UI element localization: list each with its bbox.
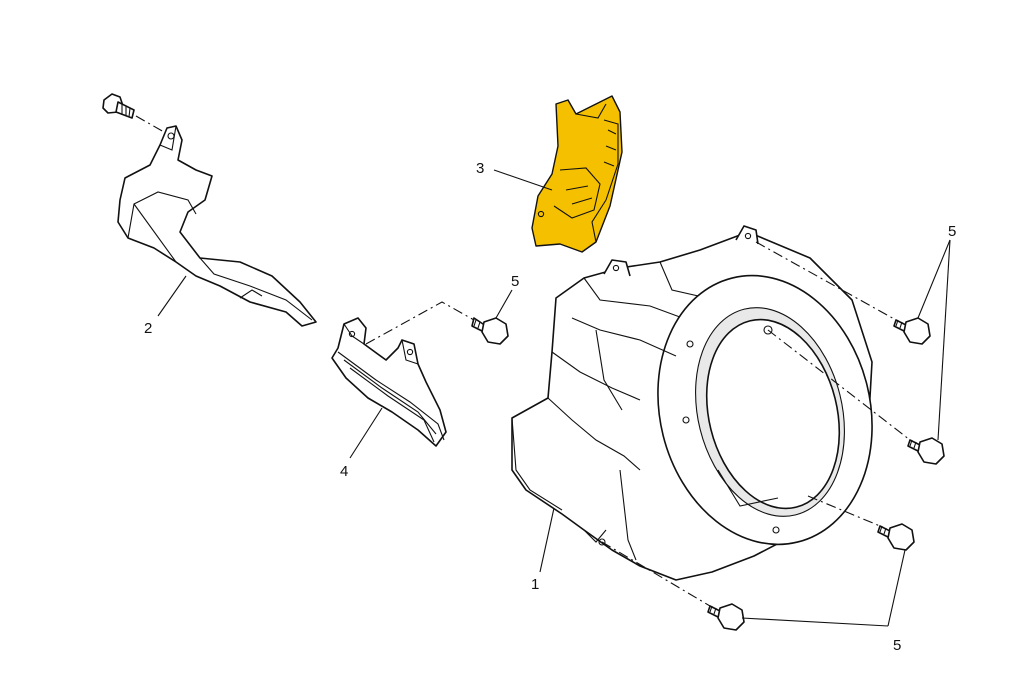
part-5-bolt-upper-right [893,317,931,345]
part-4-bracket [331,317,447,447]
part-2-bracket [117,125,317,327]
axis-housing-to-bottom-bolt [601,541,711,607]
part-2-bolt [102,93,135,119]
callout-1: 1 [531,576,539,593]
axis-housing-to-lower-right-bolt [807,495,881,527]
leader-2 [157,275,187,317]
part-3-cover-shape [531,95,623,253]
part-2-bolt-axis [135,115,165,133]
callout-5-lower-right: 5 [893,637,901,654]
callout-5-upper-right: 5 [948,223,956,240]
callout-5-upper-middle: 5 [511,273,519,290]
callout-2: 2 [144,320,152,337]
part-5-bolt-upper-middle [471,317,509,345]
leader-5-upper-right-a [917,239,951,319]
part-5-bolt-middle-right [907,437,945,465]
part-3-cover-highlighted [531,95,623,253]
callout-4: 4 [340,463,348,480]
axis-part-4-to-bolt [365,301,475,345]
axis-housing-to-middle-right-bolt [767,329,911,441]
leader-3 [493,169,553,191]
leader-5-lower-right-b [741,617,889,627]
callout-3: 3 [476,160,484,177]
leader-5-upper-right-b [937,239,951,441]
leader-4 [349,407,383,459]
part-5-bolt-lower-right [877,523,915,551]
part-1-blower-housing [511,225,873,581]
leader-5-lower-right-a [887,549,906,627]
axis-housing-to-upper-right-bolt [755,241,897,321]
leader-5-upper-middle [495,289,513,319]
leader-1 [539,507,555,573]
part-5-bolt-bottom [707,603,745,631]
